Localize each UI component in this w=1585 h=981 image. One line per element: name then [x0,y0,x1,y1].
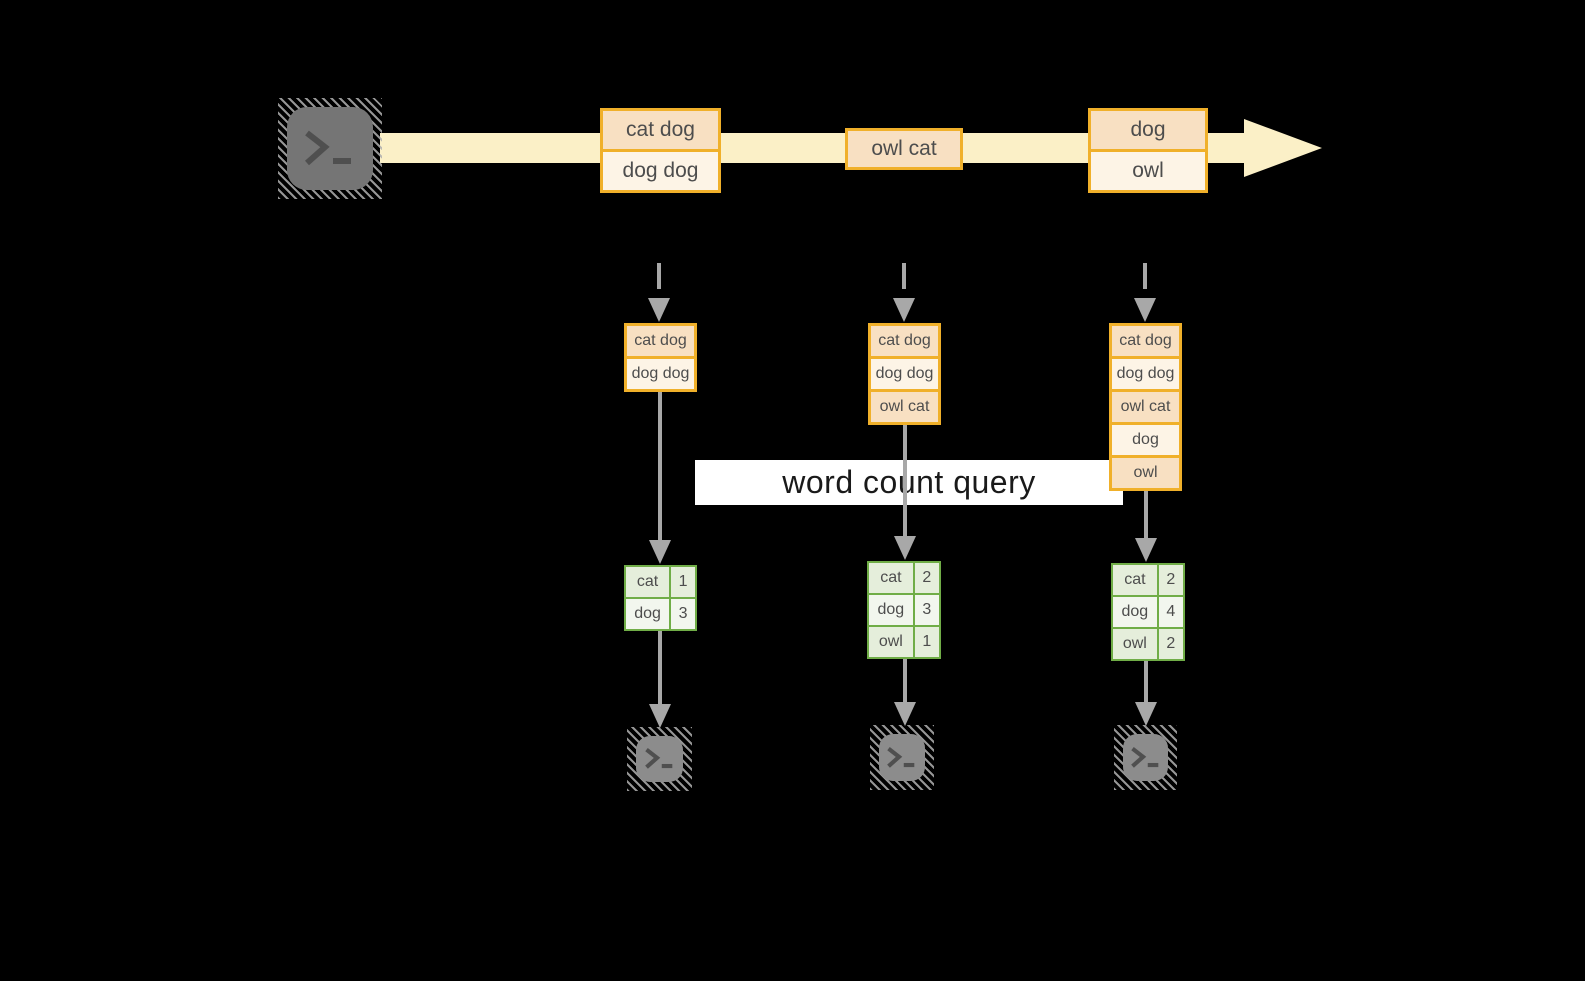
count-table-1: cat 1 dog 3 [624,565,697,631]
terminal-output-icon [870,725,934,790]
word-cell: dog [1113,597,1159,627]
down-arrowhead-icon [894,536,916,560]
word-cell: owl [1113,629,1159,659]
prompt-glyph-icon [1130,746,1158,768]
buffer-item: dog dog [1112,356,1179,389]
stream-batch-1: cat dog dog dog [600,108,721,193]
terminal-body [879,734,925,781]
count-row: dog 3 [869,593,939,625]
word-cell: dog [626,599,672,629]
down-arrow-dash-icon [657,263,661,289]
word-cell: cat [626,567,672,597]
down-arrowhead-icon [894,702,916,726]
down-arrowhead-icon [1135,702,1157,726]
down-arrowhead-icon [1134,298,1156,322]
down-arrowhead-icon [1135,538,1157,562]
count-row: dog 4 [1113,595,1183,627]
buffer-item: cat dog [627,326,694,356]
down-arrow-dash-icon [1143,263,1147,289]
count-cell: 2 [914,563,939,593]
stream-item: owl cat [848,131,960,167]
stream-item: owl [1091,149,1205,190]
count-row: owl 1 [869,625,939,657]
count-cell: 1 [914,627,939,657]
prompt-glyph-icon [887,746,915,768]
word-cell: dog [869,595,915,625]
flow-line [903,416,907,539]
count-cell: 3 [671,599,695,629]
stream-batch-2: owl cat [845,128,963,170]
flow-line [658,386,662,543]
flow-line [1144,659,1148,705]
down-arrowhead-icon [649,540,671,564]
buffer-stack-1: cat dog dog dog [624,323,697,392]
word-cell: owl [869,627,915,657]
down-arrowhead-icon [648,298,670,322]
down-arrowhead-icon [649,704,671,728]
count-row: cat 2 [869,563,939,593]
buffer-item: cat dog [871,326,938,356]
count-cell: 2 [1158,565,1183,595]
word-cell: cat [1113,565,1159,595]
stream-item: dog [1091,111,1205,149]
buffer-item: dog [1112,422,1179,455]
terminal-output-icon [1114,725,1177,790]
count-table-2: cat 2 dog 3 owl 1 [867,561,941,659]
flow-line [903,657,907,705]
buffer-item: dog dog [627,356,694,389]
terminal-body [1123,734,1168,781]
count-row: cat 2 [1113,565,1183,595]
count-table-3: cat 2 dog 4 owl 2 [1111,563,1185,661]
buffer-item: owl cat [1112,389,1179,422]
terminal-source-icon [278,98,382,199]
down-arrow-dash-icon [902,263,906,289]
terminal-output-icon [627,727,692,791]
flow-line [1144,478,1148,541]
buffer-stack-3: cat dog dog dog owl cat dog owl [1109,323,1182,491]
stream-item: cat dog [603,111,718,149]
buffer-item: owl cat [871,389,938,422]
prompt-glyph-icon [644,748,672,769]
query-banner-label: word count query [782,464,1036,500]
buffer-stack-2: cat dog dog dog owl cat [868,323,941,425]
down-arrowhead-icon [893,298,915,322]
count-cell: 4 [1158,597,1183,627]
count-cell: 2 [1158,629,1183,659]
buffer-item: cat dog [1112,326,1179,356]
count-cell: 1 [671,567,695,597]
count-cell: 3 [914,595,939,625]
buffer-item: dog dog [871,356,938,389]
query-banner: word count query [695,460,1123,505]
stream-arrowhead-icon [1244,119,1322,177]
word-cell: cat [869,563,915,593]
count-row: owl 2 [1113,627,1183,659]
prompt-glyph-icon [305,130,351,165]
count-row: cat 1 [626,567,695,597]
terminal-body [287,107,373,190]
stream-batch-3: dog owl [1088,108,1208,193]
terminal-body [636,736,683,782]
buffer-item: owl [1112,455,1179,488]
stream-item: dog dog [603,149,718,190]
count-row: dog 3 [626,597,695,629]
flow-line [658,630,662,707]
